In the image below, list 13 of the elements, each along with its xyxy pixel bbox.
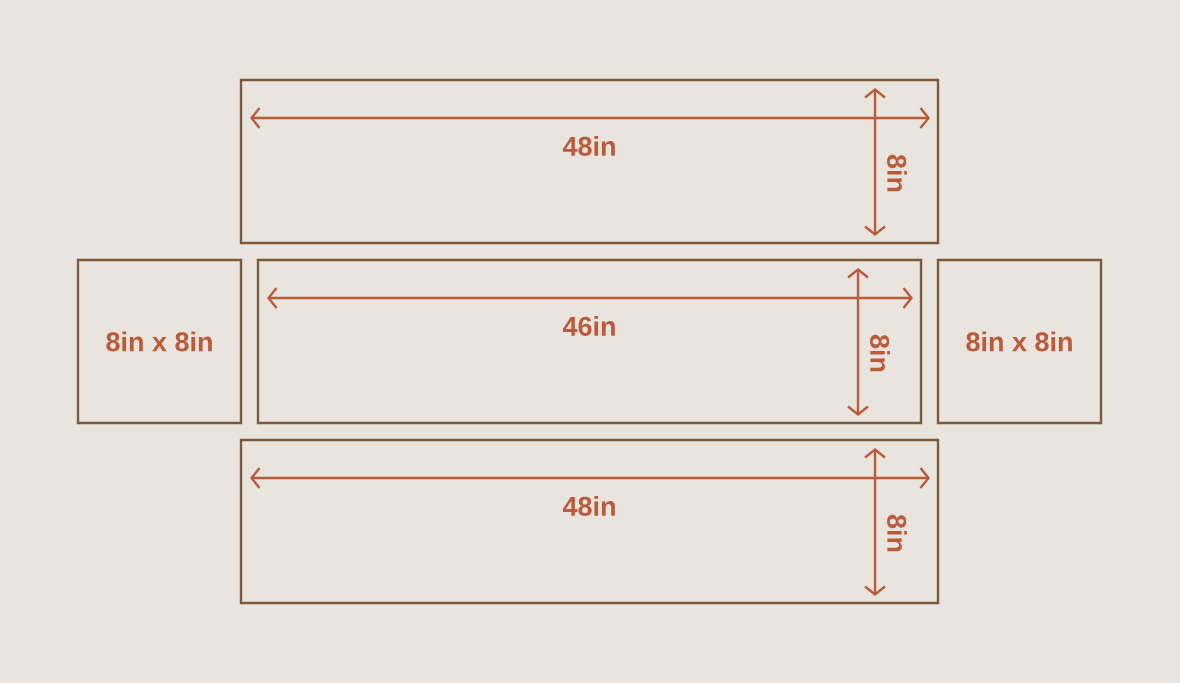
dimension-label: 8in x 8in xyxy=(966,331,1072,352)
dimension-label: 8in xyxy=(887,154,907,192)
dimension-label: 48in xyxy=(562,496,615,516)
dimension-label: 8in x 8in xyxy=(106,331,212,352)
dimension-label: 8in xyxy=(887,514,907,552)
panel-box xyxy=(76,258,243,425)
panel-box xyxy=(256,258,923,425)
panel-box xyxy=(239,438,940,605)
dimension-label: 46in xyxy=(562,316,615,336)
dimension-label: 8in xyxy=(870,334,890,372)
dimension-label: 48in xyxy=(562,136,615,156)
panel-box xyxy=(239,78,940,245)
panel-box xyxy=(936,258,1103,425)
